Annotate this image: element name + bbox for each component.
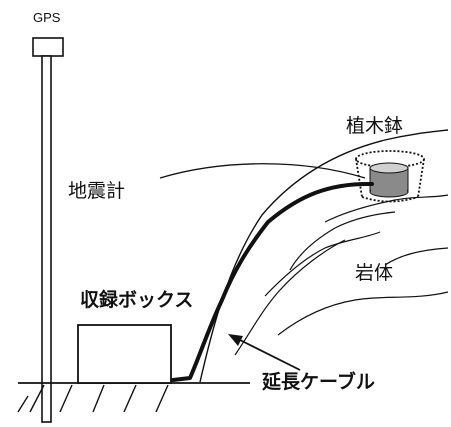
seismometer-label: 地震計	[68, 180, 126, 202]
rock-body-label: 岩体	[355, 262, 394, 284]
planter-pot-label: 植木鉢	[346, 115, 404, 137]
seismometer	[369, 162, 409, 198]
gps-pole	[41, 55, 52, 423]
recording-box	[77, 324, 172, 384]
ground-hatching	[17, 384, 169, 413]
cable-pointer-arrow	[228, 334, 301, 371]
extension-cable	[171, 181, 374, 382]
seismometer-leader	[159, 163, 366, 179]
rock-strata-lines	[234, 194, 449, 356]
gps-antenna	[32, 37, 64, 57]
recording-box-label: 収録ボックス	[80, 289, 194, 311]
extension-cable-label: 延長ケーブル	[262, 371, 375, 393]
gps-label: GPS	[33, 10, 61, 25]
